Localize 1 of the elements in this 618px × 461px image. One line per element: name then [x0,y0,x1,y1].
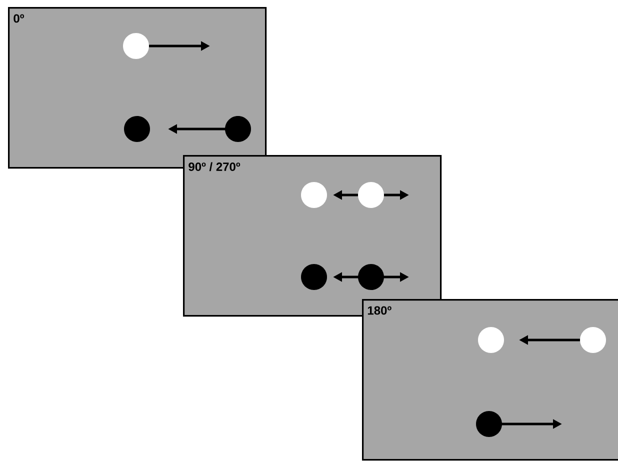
panel: 180º [362,299,618,461]
